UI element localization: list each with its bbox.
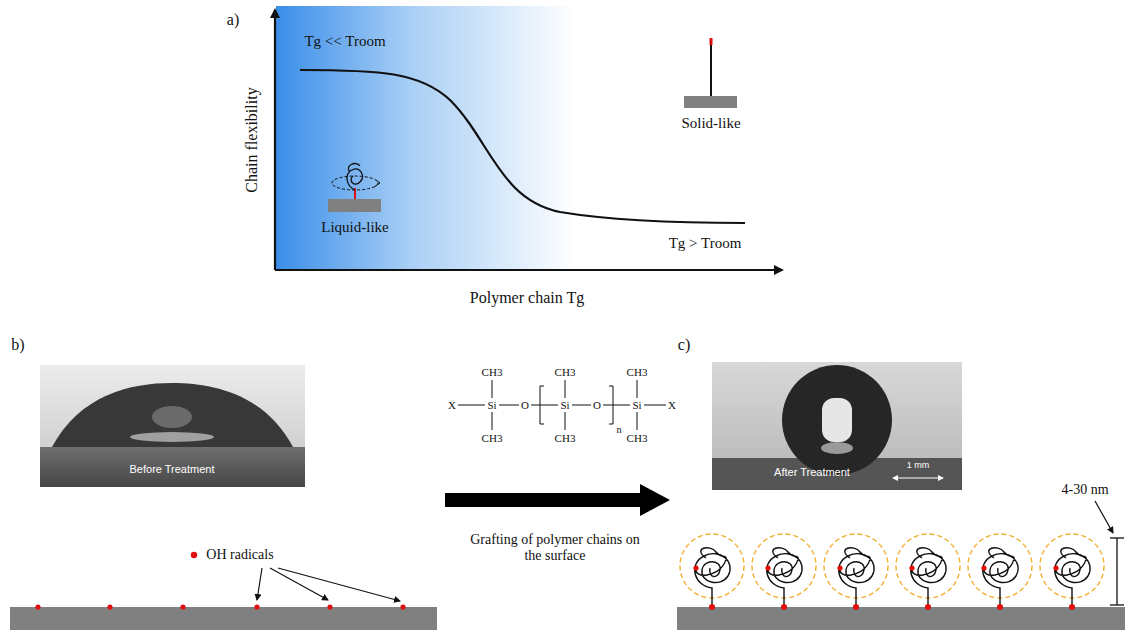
- chem-atom: O: [593, 399, 601, 412]
- chem-group: CH3: [627, 366, 648, 379]
- state-label: Liquid-like: [321, 219, 389, 236]
- process-caption: Grafting of polymer chains on the surfac…: [465, 532, 645, 564]
- chem-group: CH3: [555, 366, 576, 379]
- chem-atom: Si: [560, 399, 569, 412]
- chem-atom: X: [448, 399, 456, 412]
- panel-letter: a): [227, 11, 239, 29]
- chem-group: CH3: [482, 432, 503, 445]
- chem-atom: Si: [487, 399, 496, 412]
- chem-group: CH3: [627, 432, 648, 445]
- photo-panel: After Treatment 1 mm: [712, 362, 962, 490]
- repeat-index: n: [617, 424, 622, 436]
- photo-caption: Before Treatment: [130, 463, 215, 475]
- chem-group: CH3: [555, 432, 576, 445]
- axis-title: Polymer chain Tg: [470, 289, 584, 307]
- chem-atom: Si: [632, 399, 641, 412]
- dimension-label: 4-30 nm: [1061, 482, 1108, 498]
- curve-annotation: Tg << Troom: [304, 33, 385, 50]
- state-label: Solid-like: [681, 115, 740, 132]
- curve-annotation: Tg > Troom: [669, 235, 742, 252]
- chem-atom: X: [668, 399, 676, 412]
- photo-panel: Before Treatment: [40, 365, 305, 487]
- axis-title: Chain flexibility: [243, 87, 261, 192]
- chem-atom: O: [521, 399, 529, 412]
- callout-label: OH radicals: [206, 547, 273, 563]
- panel-letter: b): [11, 336, 24, 354]
- chem-group: CH3: [482, 366, 503, 379]
- scale-label: 1 mm: [907, 461, 930, 471]
- panel-letter: c): [678, 336, 690, 354]
- photo-caption: After Treatment: [774, 466, 850, 478]
